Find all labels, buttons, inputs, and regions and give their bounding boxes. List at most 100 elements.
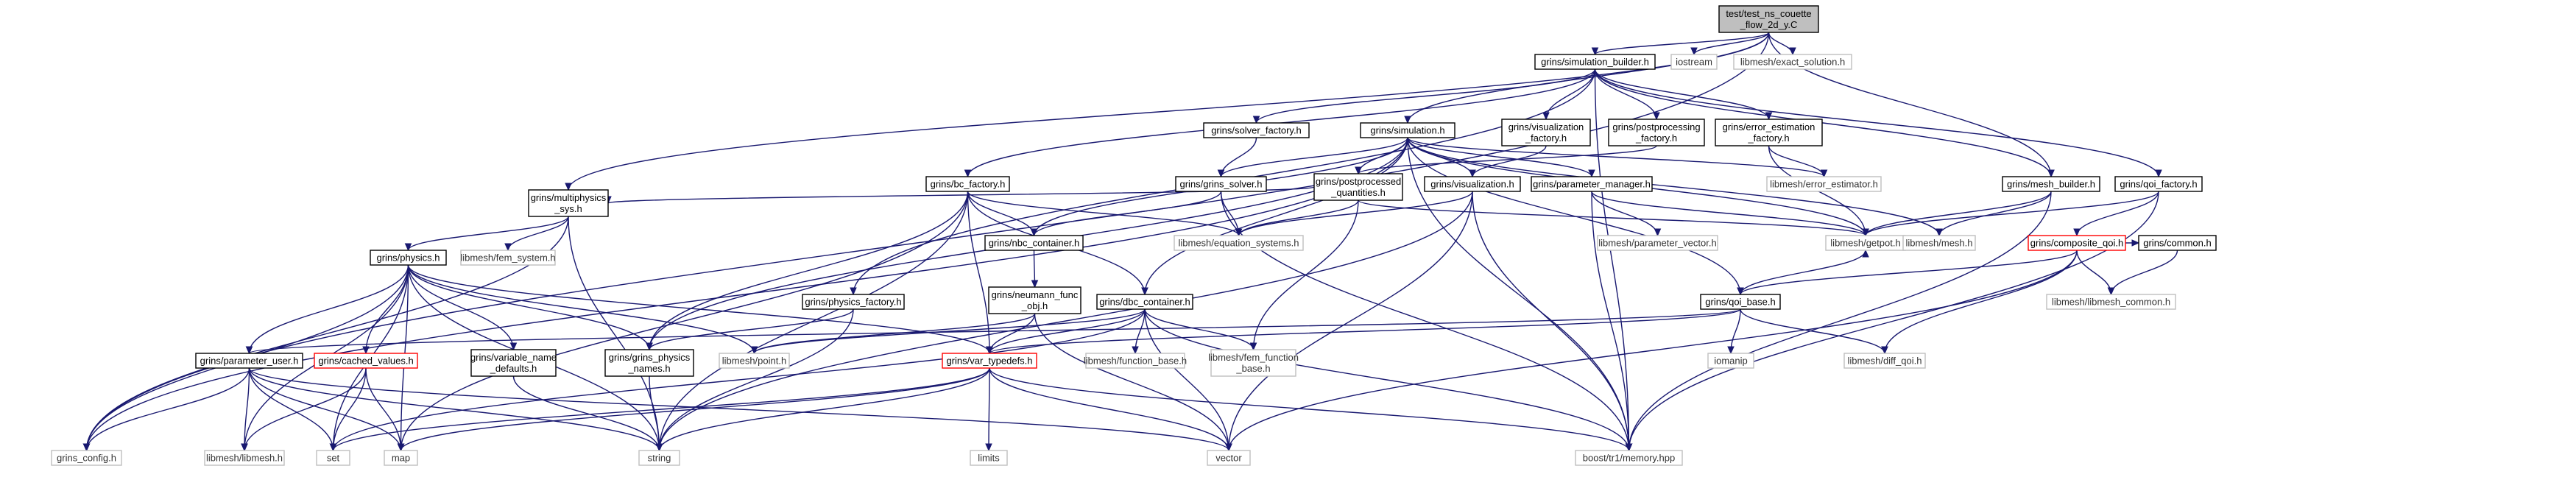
- node-bc-factory[interactable]: grins/bc_factory.h: [925, 176, 1010, 192]
- node-box: [1575, 450, 1683, 466]
- edge-line: [1144, 308, 1229, 451]
- node-parameter-user[interactable]: grins/parameter_user.h: [195, 353, 303, 369]
- node-fem-function-base: libmesh/fem_function_base.h: [1208, 349, 1299, 377]
- arrowhead: [329, 443, 337, 452]
- edge-line: [989, 308, 1146, 354]
- node-postprocessing-factory[interactable]: grins/postprocessing_factory.h: [1608, 119, 1705, 146]
- node-physics-factory[interactable]: grins/physics_factory.h: [802, 294, 905, 310]
- edge-line: [1472, 145, 1547, 177]
- node-label: grins/error_estimation: [1723, 121, 1815, 132]
- edge-line: [244, 367, 367, 451]
- node-box: [1902, 235, 1976, 251]
- arrowhead: [2155, 169, 2162, 178]
- node-neumann-func-obj[interactable]: grins/neumann_func_obj.h: [988, 286, 1081, 314]
- arrowhead: [1031, 280, 1039, 289]
- arrowhead: [986, 346, 993, 355]
- edge-line: [1740, 250, 2078, 295]
- node-label: grins/parameter_manager.h: [1533, 179, 1651, 190]
- node-grins-solver[interactable]: grins/grins_solver.h: [1175, 176, 1267, 192]
- edge-line: [1591, 191, 1866, 236]
- edge-line: [407, 264, 650, 350]
- node-composite-qoi[interactable]: grins/composite_qoi.h: [2028, 235, 2126, 251]
- arrowhead: [655, 443, 663, 452]
- edge-simulation-to-error_estimator: [1407, 137, 1828, 178]
- node-postprocessed-quantities[interactable]: grins/postprocessed_quantities.h: [1313, 173, 1403, 201]
- arrowhead: [504, 243, 512, 252]
- node-var-typedefs[interactable]: grins/var_typedefs.h: [942, 353, 1037, 369]
- node-label: _obj.h: [1021, 300, 1048, 311]
- node-common[interactable]: grins/common.h: [2138, 235, 2217, 251]
- node-box: [802, 294, 905, 310]
- node-box: [1843, 353, 1926, 369]
- node-box: [2002, 176, 2100, 192]
- node-qoi-factory[interactable]: grins/qoi_factory.h: [2114, 176, 2203, 192]
- edge-composite_qoi-to-common: [2125, 239, 2140, 247]
- node-simulation[interactable]: grins/simulation.h: [1360, 122, 1455, 138]
- node-label: libmesh/diff_qoi.h: [1848, 356, 1922, 367]
- arrowhead: [1249, 342, 1257, 351]
- edge-line: [400, 191, 969, 451]
- node-error-estimation-factory[interactable]: grins/error_estimation_factory.h: [1715, 119, 1823, 146]
- edge-dbc_container-to-fem_function_base: [1144, 308, 1257, 351]
- node-box: [314, 353, 418, 369]
- node-parameter-manager[interactable]: grins/parameter_manager.h: [1531, 176, 1653, 192]
- edge-line: [512, 375, 660, 451]
- edge-line: [1220, 137, 1257, 177]
- edge-line: [1407, 137, 1592, 177]
- edge-simulation_builder-to-qoi_factory: [1594, 68, 2162, 178]
- edge-var_typedefs-to-map: [397, 367, 990, 452]
- node-memory: boost/tr1/memory.hpp: [1575, 450, 1683, 466]
- node-label: boost/tr1/memory.hpp: [1583, 453, 1675, 464]
- node-mesh-builder[interactable]: grins/mesh_builder.h: [2002, 176, 2100, 192]
- node-box: [1210, 349, 1296, 377]
- node-cached-values[interactable]: grins/cached_values.h: [314, 353, 418, 369]
- node-label: grins/qoi_factory.h: [2120, 179, 2197, 190]
- node-label: grins/composite_qoi.h: [2030, 238, 2123, 249]
- node-box: [1531, 176, 1653, 192]
- node-solver-factory[interactable]: grins/solver_factory.h: [1203, 122, 1310, 138]
- node-label: grins/grins_physics: [609, 352, 691, 363]
- node-simulation-builder[interactable]: grins/simulation_builder.h: [1534, 54, 1656, 70]
- node-function-base: libmesh/function_base.h: [1084, 353, 1187, 369]
- node-label: grins/simulation_builder.h: [1541, 57, 1649, 68]
- edge-neumann_func_obj-to-vector: [1034, 313, 1232, 452]
- node-label: _defaults.h: [490, 363, 537, 374]
- node-physics[interactable]: grins/physics.h: [370, 250, 447, 266]
- node-getpot: libmesh/getpot.h: [1825, 235, 1906, 251]
- edge-line: [1594, 32, 1770, 55]
- node-variable-name-defaults[interactable]: grins/variable_name_defaults.h: [470, 349, 557, 377]
- node-box: [1360, 122, 1455, 138]
- edge-root-to-iostream: [1690, 32, 1770, 56]
- edge-qoi_base-to-parameter_user: [245, 308, 1741, 355]
- edge-line: [1255, 68, 1596, 124]
- node-label: grins/visualization.h: [1430, 179, 1514, 190]
- arrowhead: [1225, 443, 1232, 452]
- node-visualization[interactable]: grins/visualization.h: [1424, 176, 1521, 192]
- edge-var_typedefs-to-limits: [985, 367, 992, 452]
- node-multiphysics-sys[interactable]: grins/multiphysics_sys.h: [528, 189, 609, 217]
- node-grins-physics-names[interactable]: grins/grins_physics_names.h: [604, 349, 694, 377]
- node-box: [204, 450, 285, 466]
- node-box: [925, 176, 1010, 192]
- node-libmesh-h: libmesh/libmesh.h: [204, 450, 285, 466]
- node-visualization-factory[interactable]: grins/visualization_factory.h: [1501, 119, 1591, 146]
- node-nbc-container[interactable]: grins/nbc_container.h: [984, 235, 1084, 251]
- edge-bc_factory-to-string: [655, 191, 969, 452]
- node-label: libmesh/function_base.h: [1084, 356, 1187, 367]
- node-qoi-base[interactable]: grins/qoi_base.h: [1700, 294, 1781, 310]
- edge-line: [649, 191, 969, 350]
- node-dbc-container[interactable]: grins/dbc_container.h: [1096, 294, 1193, 310]
- edge-simulation-to-grins_solver: [1217, 137, 1408, 178]
- edge-line: [607, 186, 1315, 204]
- node-iostream: iostream: [1670, 54, 1718, 70]
- node-label: grins/solver_factory.h: [1211, 125, 1302, 136]
- arrowhead: [1881, 346, 1888, 355]
- edge-line: [658, 191, 969, 451]
- edge-line: [85, 367, 250, 451]
- edge-line: [1034, 313, 1229, 451]
- node-box: [604, 349, 694, 377]
- node-root[interactable]: test/test_ns_couette_flow_2d_y.C: [1718, 5, 1819, 33]
- node-label: grins/visualization: [1508, 121, 1584, 132]
- edge-dbc_container-to-vector: [1144, 308, 1232, 452]
- edge-line: [649, 375, 660, 451]
